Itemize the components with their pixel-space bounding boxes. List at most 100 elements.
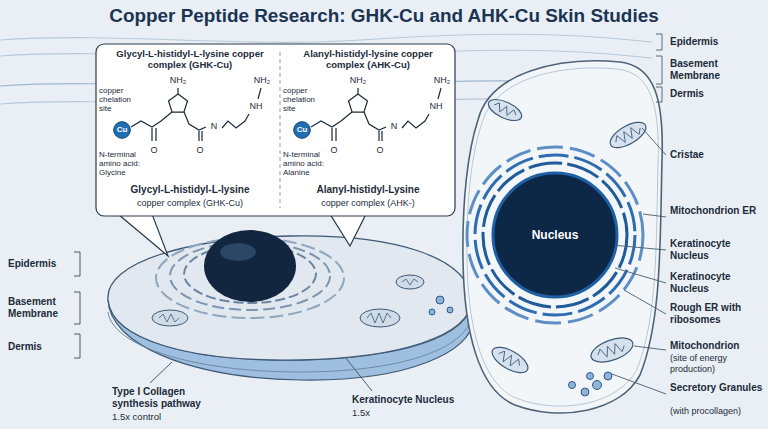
ahk-structure: [311, 88, 441, 141]
molecule-subtitle: copper complex (AHK-): [286, 198, 450, 208]
callout-panel: Glycyl-L-histidyl-L-lysine copper comple…: [96, 44, 455, 216]
cristae: [613, 124, 642, 147]
left-brackets: [74, 252, 372, 391]
mitochondrion-symbol: [396, 275, 424, 289]
bond: [184, 112, 206, 130]
leader-line: [612, 245, 666, 250]
element-symbol: Cu: [113, 121, 131, 139]
part-label: Keratinocyte Nucleus: [352, 394, 492, 406]
part-label: Dermis: [670, 88, 764, 100]
copper-circle: [294, 122, 311, 139]
callout-note: copper chelation site: [283, 86, 327, 114]
part-label: Type I Collagen synthesis pathway: [112, 386, 216, 410]
bond: [222, 114, 249, 128]
atom-label: N: [208, 121, 220, 131]
vesicle: [429, 309, 435, 315]
bond: [258, 88, 261, 99]
bond: [364, 112, 386, 130]
leader-line: [615, 268, 666, 283]
copper-atom: Cu: [293, 121, 311, 139]
leader-line: [643, 214, 666, 217]
atom-label: O: [148, 145, 160, 155]
imidazole-ring: [349, 94, 368, 112]
rough-er: [475, 155, 635, 315]
bond: [402, 114, 429, 128]
bond: [131, 112, 172, 127]
mitochondrion-symbol: [485, 95, 524, 125]
cell-membrane: [463, 61, 662, 413]
molecule-subtitle: copper complex (GHK-Cu): [106, 198, 274, 208]
mitochondrion-outline: [606, 117, 650, 153]
rough-er: [483, 163, 627, 307]
callout-note: copper chelation site: [99, 86, 143, 114]
vesicle: [447, 307, 453, 313]
bond: [177, 88, 178, 94]
left-keratinocyte: [108, 230, 472, 380]
skin-layer-line: [0, 34, 652, 42]
part-label: Mitochondrion ER: [670, 205, 764, 217]
vesicle: [436, 296, 444, 304]
cell-nucleus: Nucleus: [491, 171, 619, 299]
part-label: Keratinocyte Nucleus: [670, 238, 764, 262]
callout-tail: [118, 214, 168, 256]
leader-line: [642, 128, 666, 155]
atom-label: NH₂: [430, 75, 454, 85]
layer-bracket: [656, 56, 662, 84]
cristae: [367, 313, 391, 323]
layer-bracket: [656, 34, 662, 50]
secretory-granule: [569, 382, 576, 389]
mitochondrion-outline: [588, 333, 636, 367]
double-bond: [332, 128, 336, 141]
mitochondrion-outline: [485, 95, 524, 125]
nucleus-dome: [204, 230, 296, 302]
part-label: Cristae: [670, 149, 764, 161]
cristae: [496, 349, 522, 370]
right-keratinocyte: [463, 61, 662, 413]
rough-er: [467, 147, 643, 323]
leader-line: [624, 290, 666, 314]
mitochondrion-symbol: [488, 342, 532, 378]
part-label: (site of energy production): [670, 353, 764, 375]
part-label: Keratinocyte Nucleus: [670, 271, 764, 295]
copper-circle: [114, 122, 131, 139]
double-bond: [379, 131, 382, 141]
double-bond: [152, 128, 156, 141]
part-label: Basement Membrane: [670, 58, 764, 82]
part-label: Secretory Granules: [670, 382, 764, 394]
atom-label: NH₂: [346, 75, 370, 85]
inner-membrane: [467, 68, 658, 406]
part-label: Epidermis: [8, 258, 70, 270]
part-label: Dermis: [8, 341, 70, 353]
atom-label: NH₂: [166, 75, 190, 85]
cristae: [159, 314, 179, 322]
ghk-structure: [131, 88, 261, 141]
organelle-label: Nucleus: [491, 171, 619, 299]
mitochondrion-symbol: [588, 333, 636, 367]
secretory-granule: [587, 373, 594, 380]
panel-divider: [280, 52, 281, 208]
mitochondrion-outline: [360, 309, 400, 327]
layer-bracket: [74, 252, 80, 276]
molecule-name: Alanyl-histidyl-Lysine: [286, 184, 450, 196]
right-leaders: [612, 34, 666, 394]
callout-panel: [96, 44, 455, 216]
copper-atom: Cu: [113, 121, 131, 139]
double-bond: [199, 131, 202, 141]
secretory-granule: [581, 388, 589, 396]
atom-label: NH: [426, 101, 446, 111]
part-label: Basement Membrane: [8, 296, 74, 320]
molecule-heading: Glycyl-L-histidyl-L-lysine copper comple…: [106, 49, 274, 71]
callout-tail: [330, 214, 366, 246]
leader-line: [612, 374, 666, 394]
atom-label: N: [388, 121, 400, 131]
leader-line: [345, 357, 372, 391]
part-label: Rough ER with ribosomes: [670, 302, 764, 326]
mitochondrion-outline: [396, 275, 424, 289]
molecule-heading: Alanyl-histidyl-lysine copper complex (A…: [286, 49, 450, 71]
callout-note: N-terminal amino acid: Alanine: [283, 150, 327, 178]
element-symbol: Cu: [293, 121, 311, 139]
nucleus-highlight: [220, 243, 256, 261]
mitochondrion-symbol: [606, 117, 650, 153]
part-label: Mitochondrion: [670, 340, 764, 352]
